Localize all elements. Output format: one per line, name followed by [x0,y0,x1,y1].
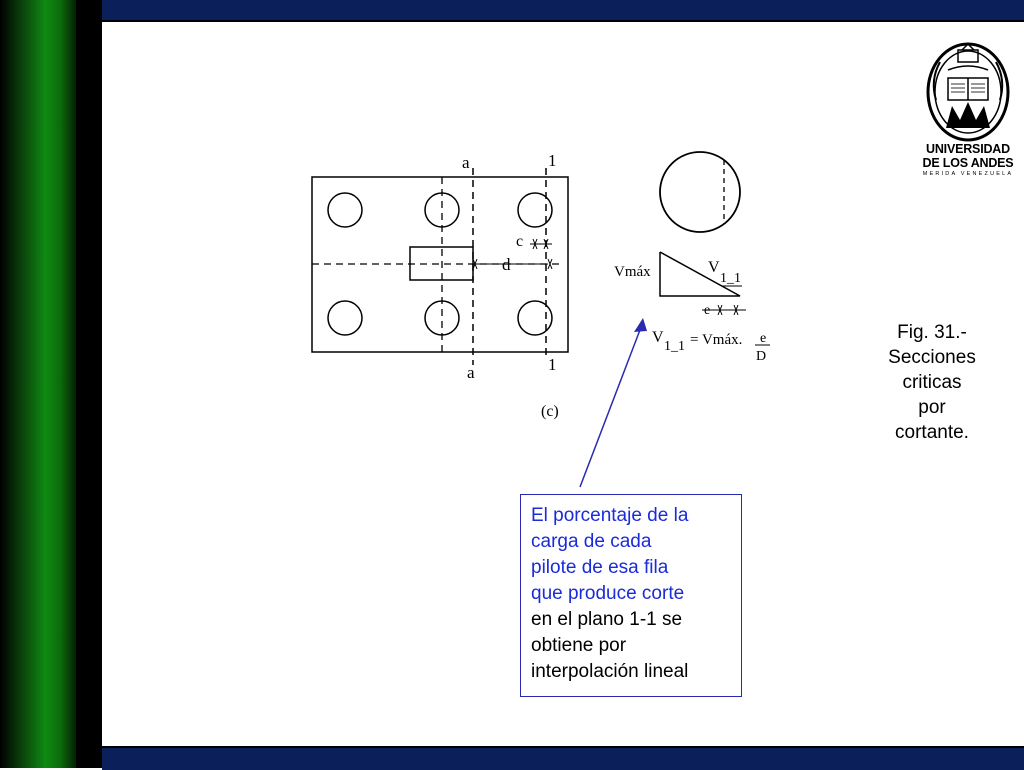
note-line: El porcentaje de la [531,505,689,526]
pile-circle [517,192,553,228]
university-name-line2: DE LOS ANDES [922,156,1014,170]
caption-line: por [918,397,946,418]
label-1-bottom: 1 [548,355,557,374]
note-line: pilote de esa fila [531,557,669,578]
caption-line: Fig. 31.- [897,322,967,343]
pile-circle [327,192,363,228]
bottom-navy-band [102,746,1024,770]
top-navy-band [102,0,1024,22]
note-line: en el plano 1-1 se [531,609,683,630]
note-line: que produce corte [531,583,685,604]
pile-cap-diagram: a a 1 1 c d (c) Vmáx V 1_1 e V 1_1 = Vmá… [311,151,770,420]
university-location: MERIDA VENEZUELA [922,171,1014,177]
explanation-note: El porcentaje de la carga de cada pilote… [520,494,742,697]
left-green-bar [0,0,76,768]
formula-numerator: e [760,331,766,346]
label-panel-c: (c) [541,403,559,420]
label-c: c [516,233,523,250]
shear-triangle [659,251,741,297]
formula-subscript: 1_1 [664,339,685,354]
pile-circle [424,192,460,228]
note-line: carga de cada [531,531,652,552]
label-vmax: Vmáx [614,264,651,280]
label-v11-sub: 1_1 [720,271,741,286]
label-1-top: 1 [548,151,557,170]
note-line: obtiene por [531,635,627,656]
pile-circle [424,300,460,336]
label-e: e [704,303,710,318]
caption-line: cortante. [895,422,969,443]
pile-section-circle [659,151,741,233]
caption-line: Secciones [888,347,976,368]
label-a-bottom: a [467,363,475,382]
label-v11: V [708,259,720,276]
pile-circle [327,300,363,336]
formula-denominator: D [756,349,766,364]
formula-rhs: = Vmáx. [690,332,742,348]
figure-caption: Fig. 31.- Secciones criticas por cortant… [870,320,994,445]
left-black-strip [76,0,102,768]
pile-circle [517,300,553,336]
formula-v: V [652,329,664,346]
university-name: UNIVERSIDAD DE LOS ANDES [916,142,1020,170]
note-line: interpolación lineal [531,661,689,682]
label-a-top: a [462,153,470,172]
university-seal-logo [926,42,1010,142]
label-d: d [502,255,511,274]
university-name-line1: UNIVERSIDAD [926,142,1010,156]
caption-line: criticas [902,372,962,393]
